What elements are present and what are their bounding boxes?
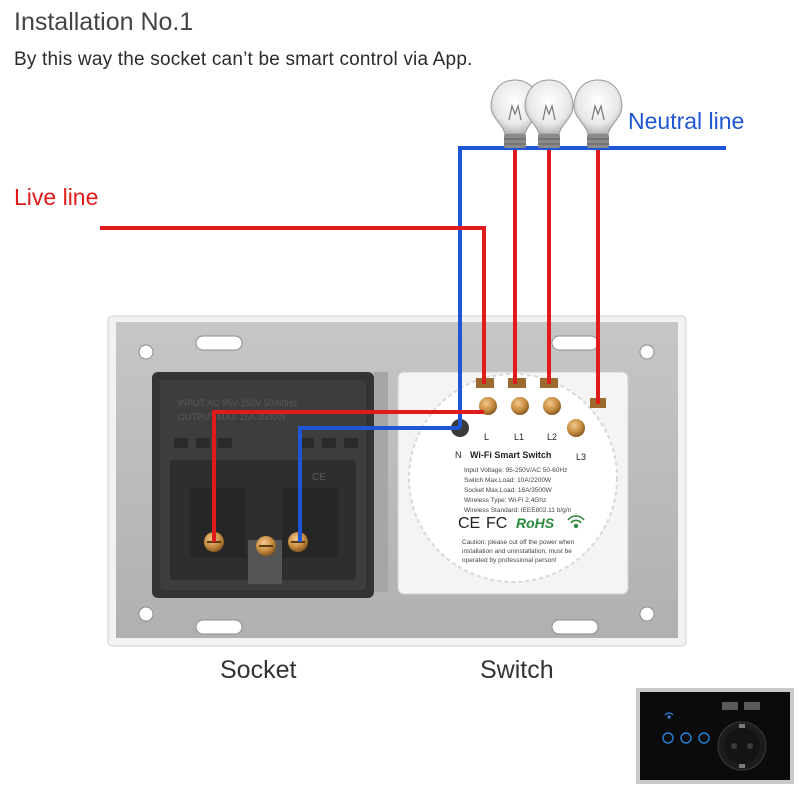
touch-buttons	[662, 732, 710, 744]
light-bulb-icon	[524, 79, 574, 148]
caution-line: Caution: please cut off the power when	[462, 539, 575, 546]
spec-line: Switch Max.Load: 10A/2200W	[464, 477, 552, 484]
switch-caption: Switch	[480, 656, 554, 684]
ce-mark: CE	[458, 515, 480, 532]
terminal-l2-label: L2	[547, 432, 557, 442]
socket-ce-mark: CE	[312, 472, 326, 483]
socket-embossed-output: OUTPUT MAX 16A 3500W	[178, 412, 286, 422]
thumb-socket	[717, 721, 767, 771]
spec-line: Socket Max.Load: 16A/3500W	[464, 487, 553, 494]
socket-embossed-input: INPUT AC 95V-250V 50/60Hz	[178, 398, 298, 408]
wifi-icon	[567, 515, 585, 529]
page-subtitle: By this way the socket can’t be smart co…	[14, 49, 473, 70]
socket-caption: Socket	[220, 656, 297, 684]
switch-module: N L L1 L2 L3 Wi-Fi Smart Switch Input Vo…	[397, 371, 629, 595]
fc-mark: FC	[486, 515, 507, 532]
caution-line: operated by professional person!	[462, 557, 557, 564]
live-line-label: Live line	[14, 184, 99, 210]
light-bulb-icon	[573, 79, 623, 148]
neutral-wires	[298, 146, 726, 542]
terminal-n-label: N	[455, 450, 462, 460]
spec-line: Wireless Standard: IEEE802.11 b/g/n	[464, 507, 572, 514]
wifi-icon	[664, 712, 674, 719]
caution-line: installation and uninstallation, must be	[462, 548, 572, 555]
page-title: Installation No.1	[14, 8, 194, 36]
socket-module: INPUT AC 95V-250V 50/60Hz OUTPUT MAX 16A…	[152, 372, 374, 598]
product-name: Wi-Fi Smart Switch	[470, 450, 551, 460]
live-wires	[100, 150, 600, 542]
terminal-l1-label: L1	[514, 432, 524, 442]
spec-line: Wireless Type: Wi-Fi 2.4Ghz	[464, 497, 546, 504]
terminal-l-label: L	[484, 432, 489, 442]
neutral-line-label: Neutral line	[628, 108, 745, 134]
terminal-l3-label: L3	[576, 452, 586, 462]
spec-line: Input Voltage: 95-250V/AC 50-60Hz	[464, 467, 567, 474]
rohs-mark: RoHS	[516, 515, 555, 531]
product-thumbnail	[636, 688, 794, 784]
